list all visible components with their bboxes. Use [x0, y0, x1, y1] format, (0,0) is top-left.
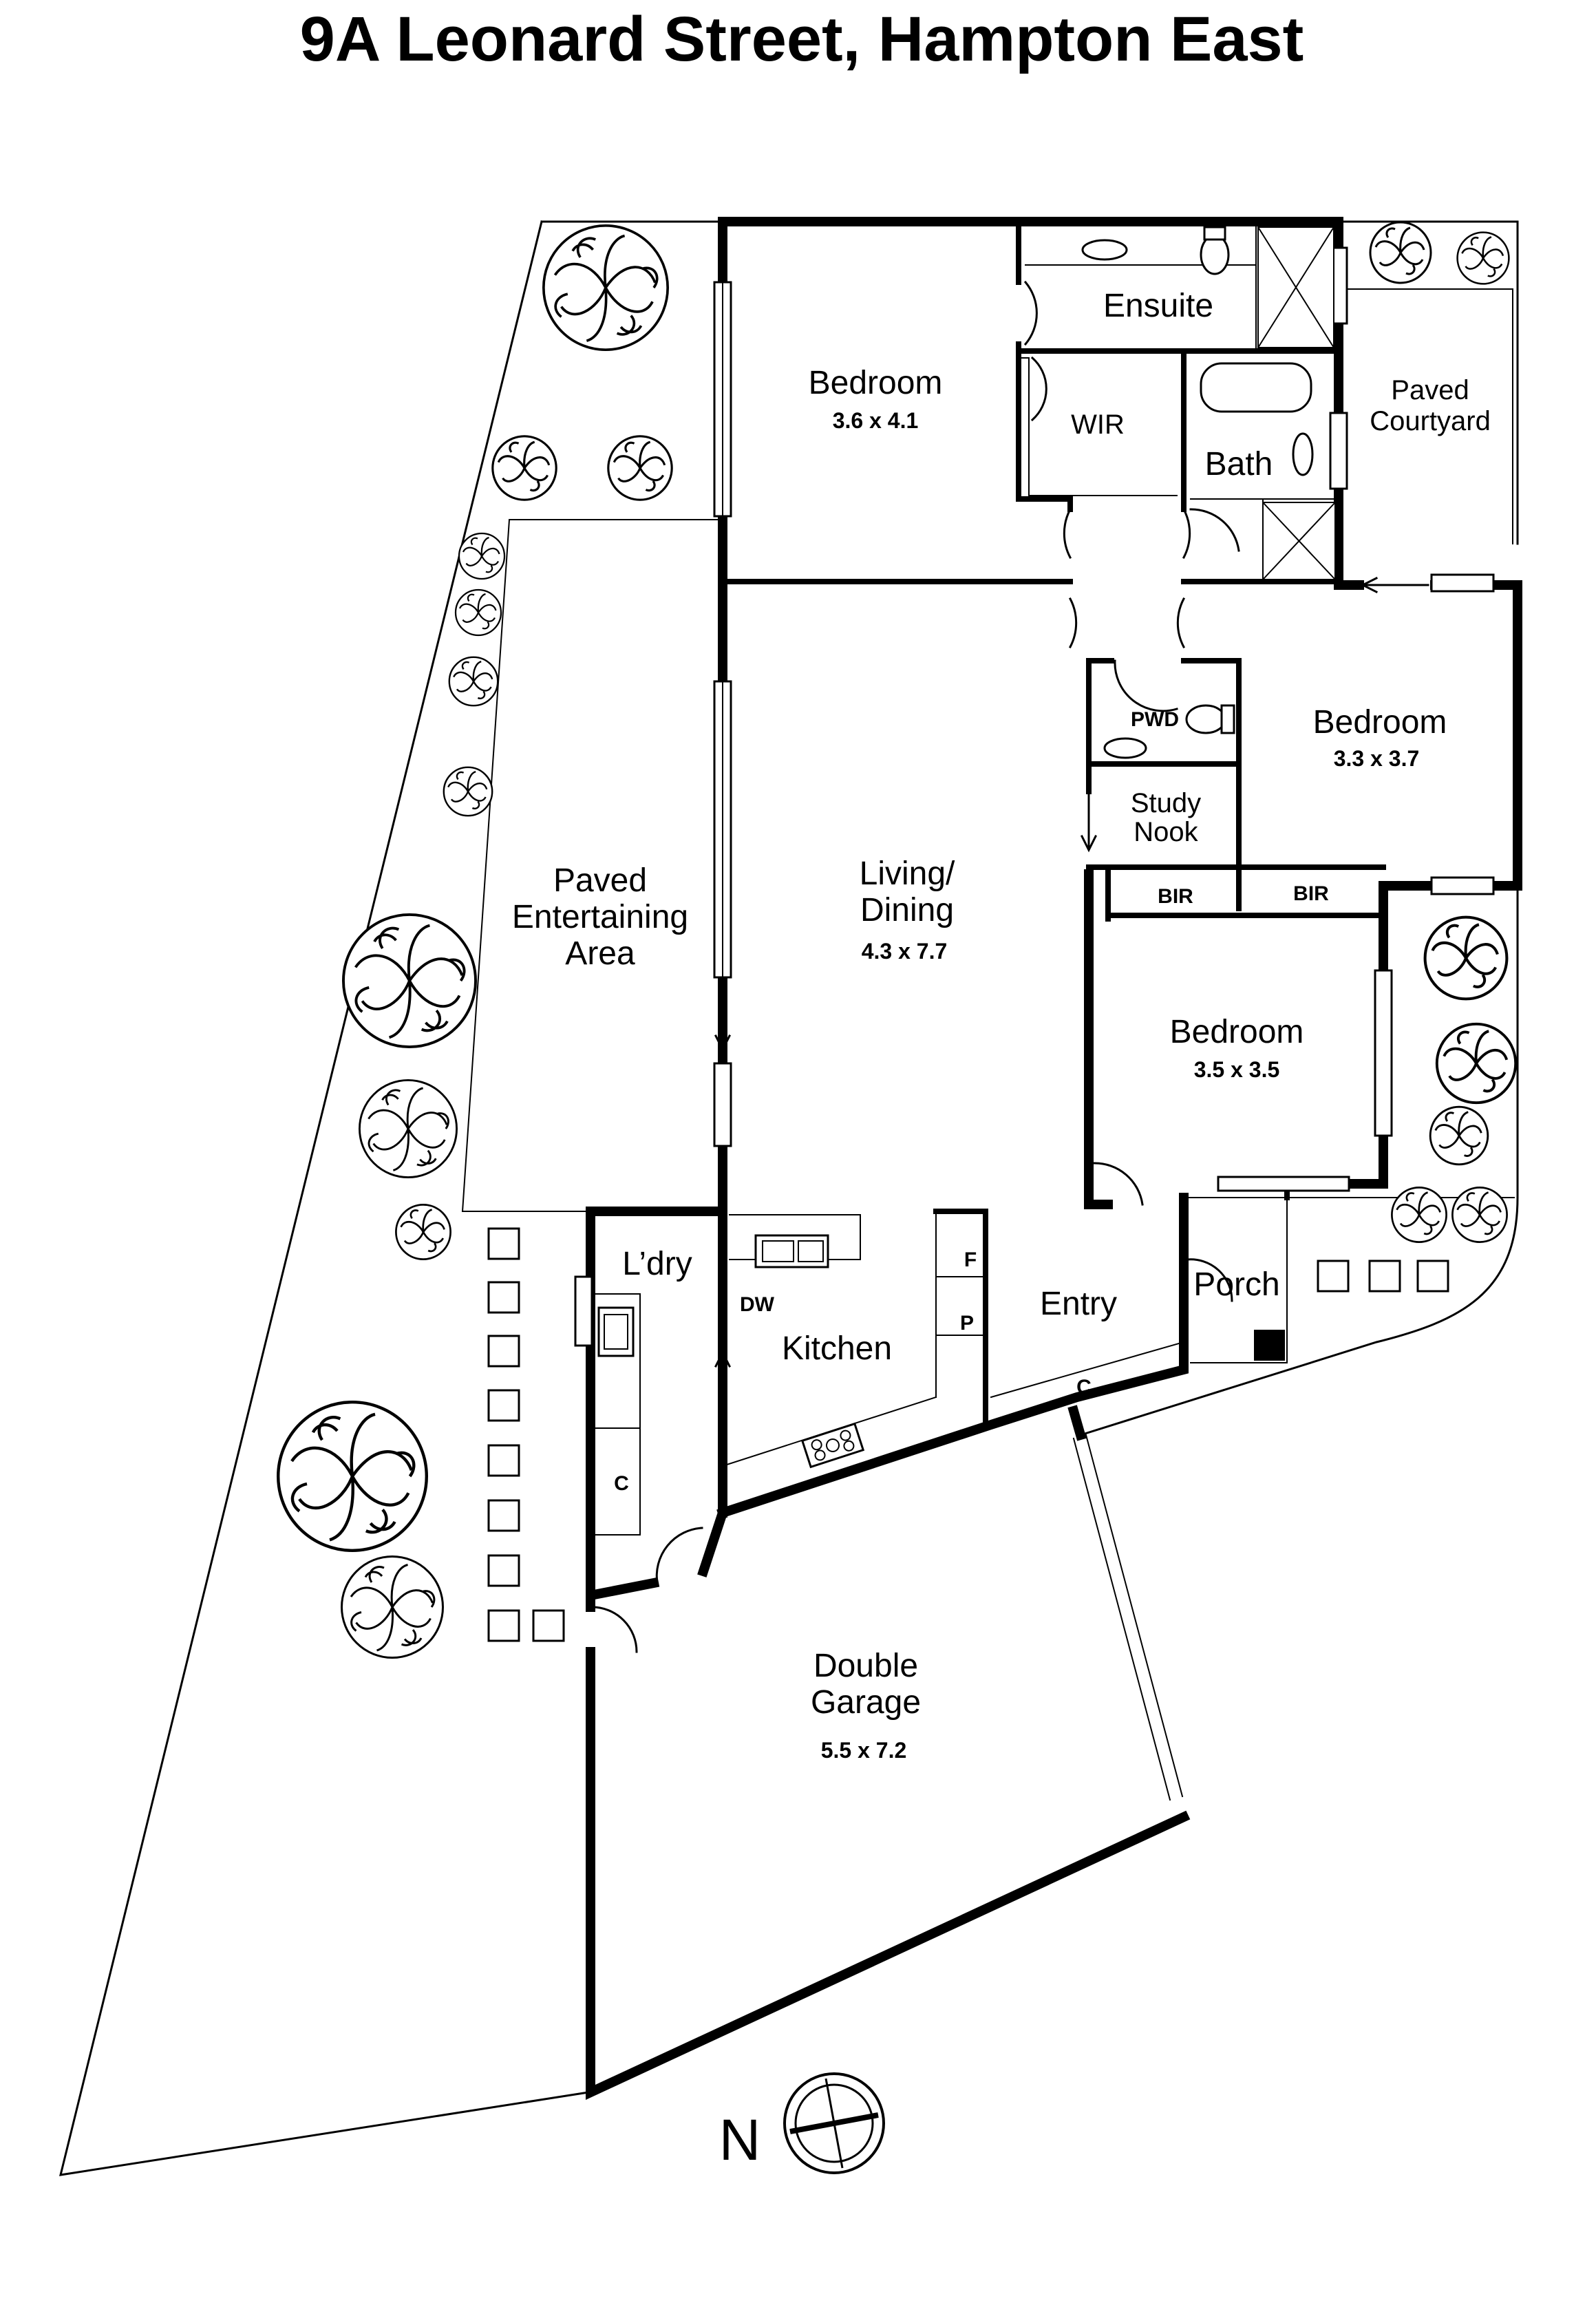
pwd-basin — [1103, 737, 1147, 759]
study-label-1: Study — [1131, 788, 1201, 818]
living-label-2: Dining — [860, 892, 954, 928]
laundry-cupboard-label: C — [614, 1472, 629, 1495]
cooktop — [800, 1422, 865, 1469]
dw-label: DW — [740, 1293, 775, 1316]
courtyard-label-1: Paved — [1391, 375, 1469, 405]
wir-label: WIR — [1071, 410, 1125, 440]
bedroom2-label: Bedroom — [1313, 704, 1447, 741]
courtyard-label-2: Courtyard — [1370, 406, 1491, 436]
bir2-label: BIR — [1293, 882, 1329, 905]
fridge-label: F — [964, 1249, 977, 1271]
ensuite-basin — [1081, 239, 1128, 261]
entertaining-area-outline — [461, 519, 720, 1212]
bir1-label: BIR — [1158, 885, 1193, 908]
kitchen-label: Kitchen — [782, 1330, 892, 1367]
pantry-label: P — [960, 1312, 974, 1335]
porch-label: Porch — [1193, 1266, 1279, 1303]
windows — [574, 246, 1495, 1801]
entertaining-label-2: Entertaining — [512, 899, 688, 935]
living-dims: 4.3 x 7.7 — [862, 939, 948, 964]
living-label-1: Living/ — [860, 856, 955, 892]
meter-box — [1254, 1330, 1285, 1361]
bedroom2-dims: 3.3 x 3.7 — [1334, 746, 1420, 771]
page-title: 9A Leonard Street, Hampton East — [300, 4, 1304, 74]
entertaining-label-3: Area — [565, 935, 635, 972]
stepping-stones — [487, 1227, 1449, 1642]
garage-dims: 5.5 x 7.2 — [821, 1738, 907, 1763]
courtyard-outline — [1338, 288, 1513, 544]
arrows — [714, 576, 1429, 1412]
entertaining-label-1: Paved — [553, 862, 647, 899]
pwd-toilet — [1185, 704, 1226, 734]
bath-label: Bath — [1205, 446, 1273, 482]
pwd-label: PWD — [1131, 708, 1179, 731]
garage-label-2: Garage — [811, 1684, 921, 1721]
bedroom3-dims: 3.5 x 3.5 — [1194, 1057, 1280, 1082]
study-label-2: Nook — [1134, 817, 1198, 847]
room-labels: Bedroom 3.6 x 4.1 Ensuite WIR Bath Paved… — [512, 288, 1491, 1763]
bathtub — [1200, 362, 1312, 413]
interior-walls — [595, 219, 1386, 1536]
fixtures — [597, 226, 1336, 1469]
bedroom1-dims: 3.6 x 4.1 — [833, 408, 919, 433]
bedroom1-label: Bedroom — [809, 365, 943, 401]
bedroom3-label: Bedroom — [1170, 1014, 1304, 1050]
compass-north-label: N — [719, 2107, 761, 2172]
bath-basin — [1292, 432, 1314, 476]
ensuite-toilet — [1200, 234, 1230, 275]
ensuite-label: Ensuite — [1103, 288, 1213, 324]
garage-label-1: Double — [813, 1648, 918, 1684]
entry-cupboard-label: C — [1076, 1376, 1092, 1399]
entry-label: Entry — [1040, 1286, 1117, 1322]
north-compass: N — [719, 2072, 885, 2174]
laundry-label: L’dry — [622, 1246, 692, 1282]
doors — [590, 280, 1240, 1653]
